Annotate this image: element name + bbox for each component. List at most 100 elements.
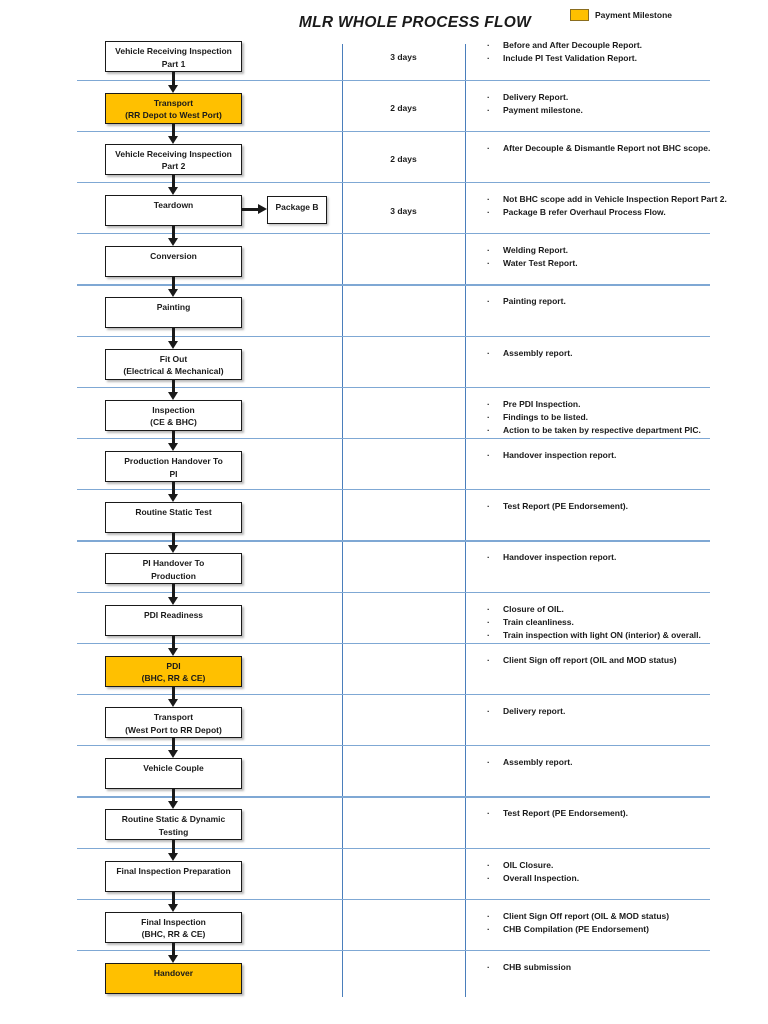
bullet-icon: ·	[487, 142, 490, 153]
bullet-icon: ·	[487, 450, 490, 460]
bullet-icon: ·	[487, 296, 490, 307]
flow-arrow-stem	[172, 277, 175, 291]
note-text: Test Report (PE Endorsement).	[503, 501, 628, 512]
step-box-teardown: Teardown	[105, 195, 242, 226]
note-line: ·Client Sign Off report (OIL & MOD statu…	[487, 910, 669, 923]
row-separator-line	[77, 693, 710, 696]
flow-arrow-stem	[172, 686, 175, 700]
side-arrow-stem	[242, 208, 259, 211]
note-text: Payment milestone.	[503, 104, 583, 115]
step-box-fit-out: Fit Out (Electrical & Mechanical)	[105, 348, 242, 380]
flow-arrow-head-icon	[168, 903, 178, 912]
row-separator-line	[77, 79, 710, 81]
note-line: · Test Report (PE Endorsement).	[487, 807, 628, 820]
note-line: ·Pre PDI Inspection.	[487, 398, 701, 411]
row-separator-line	[77, 233, 710, 235]
note-line: ·Train cleanliness.	[487, 616, 701, 629]
note-line: ·Action to be taken by respective depart…	[487, 424, 701, 437]
note-line: · Test Report (PE Endorsement).	[487, 500, 628, 513]
note-line: ·Assembly report.	[487, 756, 572, 769]
bullet-icon: ·	[487, 40, 490, 51]
note-text: Water Test Report.	[503, 258, 578, 269]
note-text: Pre PDI Inspection.	[503, 398, 581, 409]
step-box-vehicle-receiving-inspection: Vehicle Receiving Inspection Part 2	[105, 143, 242, 175]
notes-painting: ·Painting report.	[487, 295, 566, 308]
row-separator-line	[77, 796, 710, 798]
note-text: Include PI Test Validation Report.	[503, 53, 637, 64]
flow-arrow-head-icon	[168, 391, 178, 400]
note-line: ·Handover inspection report.	[487, 551, 616, 564]
row-separator-line	[77, 335, 710, 337]
note-line: ·Not BHC scope add in Vehicle Inspection…	[487, 193, 727, 206]
page-title: MLR WHOLE PROCESS FLOW	[298, 14, 532, 31]
notes-production-handover-to: ·Handover inspection report.	[487, 449, 616, 462]
side-arrow-head-icon	[258, 204, 267, 215]
step-box-routine-static-dynamic: Routine Static & Dynamic Testing	[105, 809, 242, 841]
step-box-final-inspection-preparation: Final Inspection Preparation	[105, 860, 242, 892]
row-separator-line	[77, 540, 710, 542]
flow-arrow-head-icon	[168, 340, 178, 349]
note-line: ·Painting report.	[487, 295, 566, 308]
note-line: ·CHB Compilation (PE Endorsement)	[487, 923, 669, 936]
flow-arrow-stem	[172, 379, 175, 393]
note-text: Closure of OIL.	[503, 603, 564, 614]
flow-arrow-stem	[172, 942, 175, 956]
note-line: ·Train inspection with light ON (interio…	[487, 629, 701, 642]
bullet-icon: ·	[487, 245, 490, 256]
flow-arrow-stem	[172, 430, 175, 444]
note-line: ·Assembly report.	[487, 347, 572, 360]
row-separator-line	[77, 642, 710, 644]
notes-fit-out: ·Assembly report.	[487, 347, 572, 360]
row-separator-line	[77, 591, 710, 593]
flow-arrow-head-icon	[168, 852, 178, 861]
bullet-icon: ·	[487, 808, 490, 819]
row-separator-line	[77, 284, 710, 286]
note-line: ·After Decouple & Dismantle Report not B…	[487, 142, 710, 155]
column-divider-left	[342, 44, 344, 997]
row-separator-line	[77, 181, 710, 184]
bullet-icon: ·	[487, 603, 490, 614]
step-box-vehicle-receiving-inspection: Vehicle Receiving Inspection Part 1	[105, 41, 242, 73]
bullet-icon: ·	[487, 53, 490, 64]
row-separator-line	[77, 386, 710, 388]
note-text: OIL Closure.	[503, 859, 554, 870]
notes-pi-handover-to: ·Handover inspection report.	[487, 551, 616, 564]
flow-arrow-head-icon	[168, 596, 178, 605]
flow-arrow-stem	[172, 226, 175, 240]
flow-arrow-stem	[172, 789, 175, 803]
bullet-icon: ·	[487, 258, 490, 269]
flow-arrow-head-icon	[168, 84, 178, 93]
note-line: · Include PI Test Validation Report.	[487, 52, 642, 65]
row-separator-line	[77, 130, 710, 132]
step-box-pdi: PDI (BHC, RR & CE)	[105, 655, 242, 687]
flow-arrow-head-icon	[168, 443, 178, 451]
bullet-icon: ·	[487, 616, 490, 627]
note-text: Package B refer Overhaul Process Flow.	[503, 207, 666, 217]
bullet-icon: ·	[487, 194, 490, 204]
notes-pdi-readiness: ·Closure of OIL.·Train cleanliness.·Trai…	[487, 603, 701, 642]
flow-arrow-head-icon	[168, 699, 178, 707]
note-text: CHB submission	[503, 962, 572, 972]
flow-arrow-stem	[172, 738, 175, 752]
note-text: Findings to be listed.	[503, 411, 588, 422]
bullet-icon: ·	[487, 501, 490, 512]
row-separator-line	[77, 745, 710, 747]
note-line: · Package B refer Overhaul Process Flow.	[487, 206, 727, 219]
column-divider-right	[465, 44, 467, 997]
bullet-icon: ·	[487, 411, 490, 422]
bullet-icon: ·	[487, 207, 490, 217]
step-box-inspection: Inspection (CE & BHC)	[105, 399, 242, 431]
note-line: ·Overall Inspection.	[487, 872, 579, 885]
notes-teardown: ·Not BHC scope add in Vehicle Inspection…	[487, 193, 727, 219]
flow-arrow-head-icon	[168, 647, 178, 656]
note-line: · Water Test Report.	[487, 257, 578, 270]
note-line: ·CHB submission	[487, 961, 571, 974]
notes-final-inspection: ·Client Sign Off report (OIL & MOD statu…	[487, 910, 669, 936]
duration-vehicle-receiving-inspection: 3 days	[390, 51, 417, 62]
note-text: Train inspection with light ON (interior…	[503, 629, 701, 640]
bullet-icon: ·	[487, 706, 490, 716]
step-box-final-inspection: Final Inspection (BHC, RR & CE)	[105, 911, 242, 943]
note-line: ·OIL Closure.	[487, 859, 579, 872]
note-text: Test Report (PE Endorsement).	[503, 808, 628, 819]
row-separator-line	[77, 898, 710, 900]
